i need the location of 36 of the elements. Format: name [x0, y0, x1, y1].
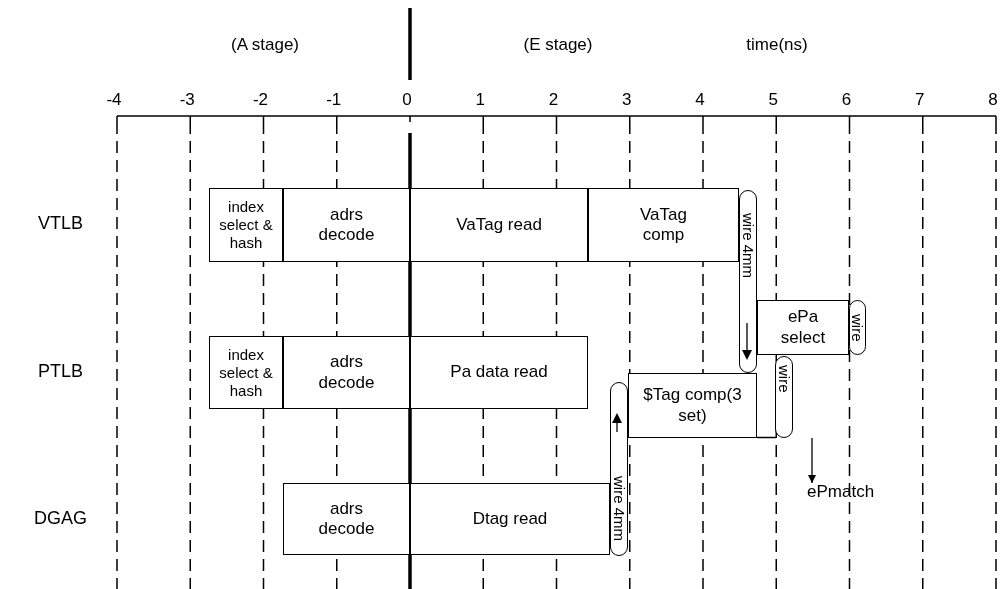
- wire-delay-pill: wire 4mm: [739, 190, 757, 373]
- tick-label: 1: [475, 91, 485, 108]
- process-box: ePa select: [757, 300, 849, 355]
- stage-label: (E stage): [523, 36, 593, 53]
- process-box: index select & hash: [209, 336, 283, 409]
- row-label: VTLB: [38, 214, 84, 232]
- process-box: Pa data read: [410, 336, 588, 409]
- process-box: adrs decode: [283, 336, 410, 409]
- axis-title: time(ns): [746, 36, 808, 53]
- process-box: VaTag comp: [588, 188, 739, 262]
- process-box: Dtag read: [410, 483, 610, 555]
- tick-label: 5: [768, 91, 778, 108]
- process-box: adrs decode: [283, 483, 410, 555]
- process-box: VaTag read: [410, 188, 588, 262]
- tick-label: 4: [695, 91, 705, 108]
- tick-label: 0: [402, 91, 412, 108]
- process-box: adrs decode: [283, 188, 410, 262]
- row-label: DGAG: [34, 509, 87, 527]
- wire-delay-pill: wire: [849, 300, 866, 355]
- tick-label: -2: [252, 91, 269, 108]
- tick-label: -4: [106, 91, 122, 108]
- signal-label: ePmatch: [807, 483, 875, 500]
- tick-label: -1: [326, 91, 342, 108]
- stage-label: (A stage): [231, 36, 299, 53]
- tick-label: 3: [622, 91, 632, 108]
- tick-label: 7: [915, 91, 925, 108]
- tick-label: -3: [179, 91, 195, 108]
- tick-label: 2: [548, 91, 559, 108]
- tick-label: 8: [988, 91, 998, 108]
- wire-delay-pill: wire 4mm: [610, 382, 628, 556]
- tick-label: 6: [841, 91, 852, 108]
- row-label: PTLB: [38, 362, 84, 380]
- arrow: [808, 437, 816, 484]
- process-box: index select & hash: [209, 188, 283, 262]
- wire-delay-pill: wire: [775, 356, 793, 438]
- process-box: $Tag comp(3 set): [628, 373, 757, 438]
